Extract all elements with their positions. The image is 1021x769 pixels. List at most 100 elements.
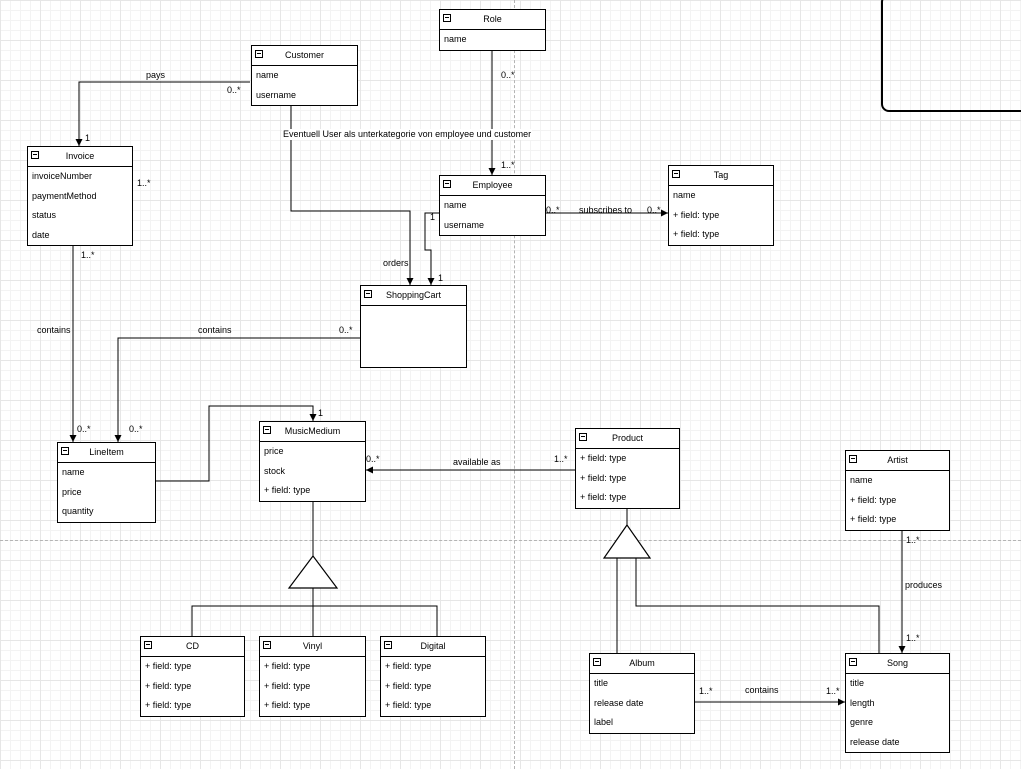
class-field: price [264,446,284,456]
class-title: Customer [284,50,324,60]
multiplicity: 1..* [81,250,95,260]
collapse-icon[interactable] [263,641,271,649]
class-shoppingcart[interactable]: ShoppingCart [360,285,467,368]
class-role[interactable]: Role name [439,9,546,51]
class-field: + field: type [385,700,432,710]
multiplicity: 1 [430,212,436,222]
class-album[interactable]: Album title release date label [589,653,695,734]
collapse-icon[interactable] [849,658,857,666]
label-orders: orders [383,258,409,268]
multiplicity: 0..* [546,205,560,215]
multiplicity: 0..* [366,454,380,464]
class-tag[interactable]: Tag name + field: type + field: type [668,165,774,246]
collapse-icon[interactable] [144,641,152,649]
collapse-icon[interactable] [579,433,587,441]
edge-employee-cart [424,212,440,285]
edge-musicmedium-tree [191,588,438,636]
class-field: + field: type [673,229,720,239]
class-field: label [594,717,614,727]
collapse-icon[interactable] [443,14,451,22]
class-product[interactable]: Product + field: type + field: type + fi… [575,428,680,509]
class-field: release date [850,736,900,747]
label-contains: contains [745,685,779,695]
edge-orders [290,104,414,285]
label-contains: contains [37,325,71,335]
class-cd[interactable]: CD + field: type + field: type + field: … [140,636,245,717]
class-song[interactable]: Song title length genre release date [845,653,950,753]
class-artist[interactable]: Artist name + field: type + field: type [845,450,950,531]
class-title: Artist [887,455,908,465]
class-field: title [850,678,865,688]
class-field: name [673,190,696,200]
class-title: ShoppingCart [385,290,442,300]
class-field: + field: type [385,680,432,691]
multiplicity: 1 [318,408,324,418]
class-field: name [444,200,467,210]
class-title: LineItem [89,447,124,457]
multiplicity: 1..* [501,160,515,170]
class-vinyl[interactable]: Vinyl + field: type + field: type + fiel… [259,636,366,717]
multiplicity: 0..* [77,424,91,434]
class-field: stock [264,465,286,476]
collapse-icon[interactable] [255,50,263,58]
class-field: username [256,89,297,100]
edge-cart-lineitem [114,337,360,442]
class-title: Employee [472,180,513,190]
collapse-icon[interactable] [364,290,372,298]
frame-shape[interactable] [881,0,1021,112]
collapse-icon[interactable] [31,151,39,159]
multiplicity: 0..* [647,205,661,215]
multiplicity: 1..* [906,535,920,545]
class-digital[interactable]: Digital + field: type + field: type + fi… [380,636,486,717]
class-field: + field: type [580,472,627,483]
class-field: + field: type [264,680,311,691]
multiplicity: 1..* [137,178,151,188]
collapse-icon[interactable] [61,447,69,455]
class-field: length [850,697,875,708]
generalization-triangle-musicmedium [287,555,339,589]
collapse-icon[interactable] [672,170,680,178]
class-title: CD [186,641,199,651]
collapse-icon[interactable] [384,641,392,649]
collapse-icon[interactable] [263,426,271,434]
class-field: release date [594,697,644,708]
class-customer[interactable]: Customer name username [251,45,358,106]
label-contains: contains [198,325,232,335]
class-invoice[interactable]: Invoice invoiceNumber paymentMethod stat… [27,146,133,246]
class-field: + field: type [850,494,897,505]
class-title: Role [483,14,502,24]
label-produces: produces [905,580,943,590]
collapse-icon[interactable] [593,658,601,666]
class-field: + field: type [264,661,311,671]
class-field: paymentMethod [32,190,97,201]
edge-lineitem-musicmedium [156,405,317,482]
multiplicity: 1..* [826,686,840,696]
class-field: + field: type [580,492,627,502]
class-title: MusicMedium [284,426,341,436]
collapse-icon[interactable] [849,455,857,463]
class-field: name [256,70,279,80]
class-field: date [32,229,50,240]
class-musicmedium[interactable]: MusicMedium price stock + field: type [259,421,366,502]
label-pays: pays [146,70,166,80]
multiplicity: 0..* [129,424,143,434]
multiplicity: 1 [85,133,91,143]
class-field: + field: type [264,485,311,495]
class-field: name [444,34,467,44]
generalization-triangle-product [602,523,652,559]
note-label: Eventuell User als unterkategorie von em… [282,129,533,140]
class-field: + field: type [264,700,311,710]
multiplicity: 0..* [501,70,515,80]
class-field: + field: type [145,661,192,671]
edge-pays [75,81,250,146]
class-lineitem[interactable]: LineItem name price quantity [57,442,156,523]
page-break-horizontal [0,540,1021,541]
class-employee[interactable]: Employee name username [439,175,546,236]
collapse-icon[interactable] [443,180,451,188]
class-field: + field: type [145,700,192,710]
class-field: + field: type [850,514,897,524]
class-field: + field: type [580,453,627,463]
class-title: Product [611,433,644,443]
multiplicity: 1 [438,273,444,283]
